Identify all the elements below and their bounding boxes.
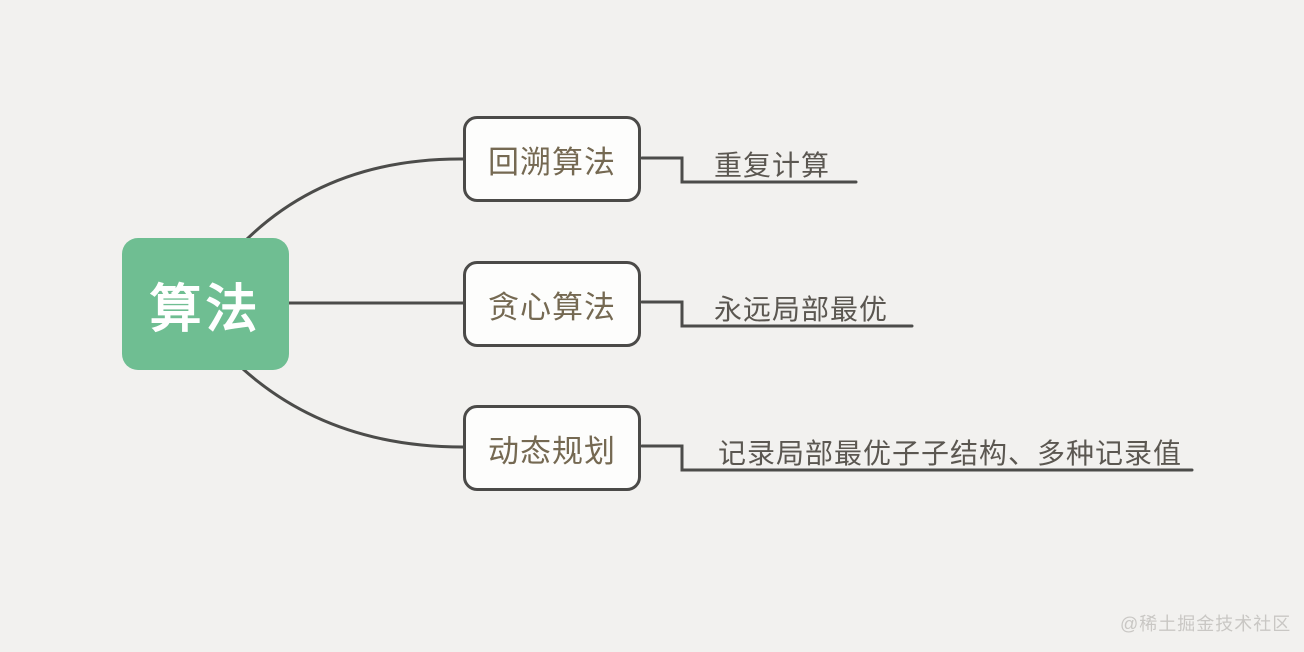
leaf-node-always-local-optimum[interactable]: 永远局部最优 xyxy=(714,294,889,325)
branch-node-label: 贪心算法 xyxy=(488,289,616,325)
branch-node-greedy[interactable]: 贪心算法 xyxy=(463,261,641,347)
branch-node-label: 动态规划 xyxy=(488,433,616,469)
root-node-label: 算法 xyxy=(149,280,262,339)
watermark-juejin-community: @稀土掘金技术社区 xyxy=(1120,614,1292,634)
curve-root-to-branch-0 xyxy=(244,157,465,242)
curve-root-to-branch-2 xyxy=(241,367,465,449)
leaf-node-record-local-optimal-substructure[interactable]: 记录局部最优子子结构、多种记录值 xyxy=(718,438,1183,469)
branch-node-label: 回溯算法 xyxy=(488,144,616,180)
leaf-node-repeated-calculation[interactable]: 重复计算 xyxy=(714,150,831,181)
branch-node-dynamic-programming[interactable]: 动态规划 xyxy=(463,405,641,491)
root-node-algorithm[interactable]: 算法 xyxy=(122,238,289,370)
branch-node-backtracking[interactable]: 回溯算法 xyxy=(463,116,641,202)
